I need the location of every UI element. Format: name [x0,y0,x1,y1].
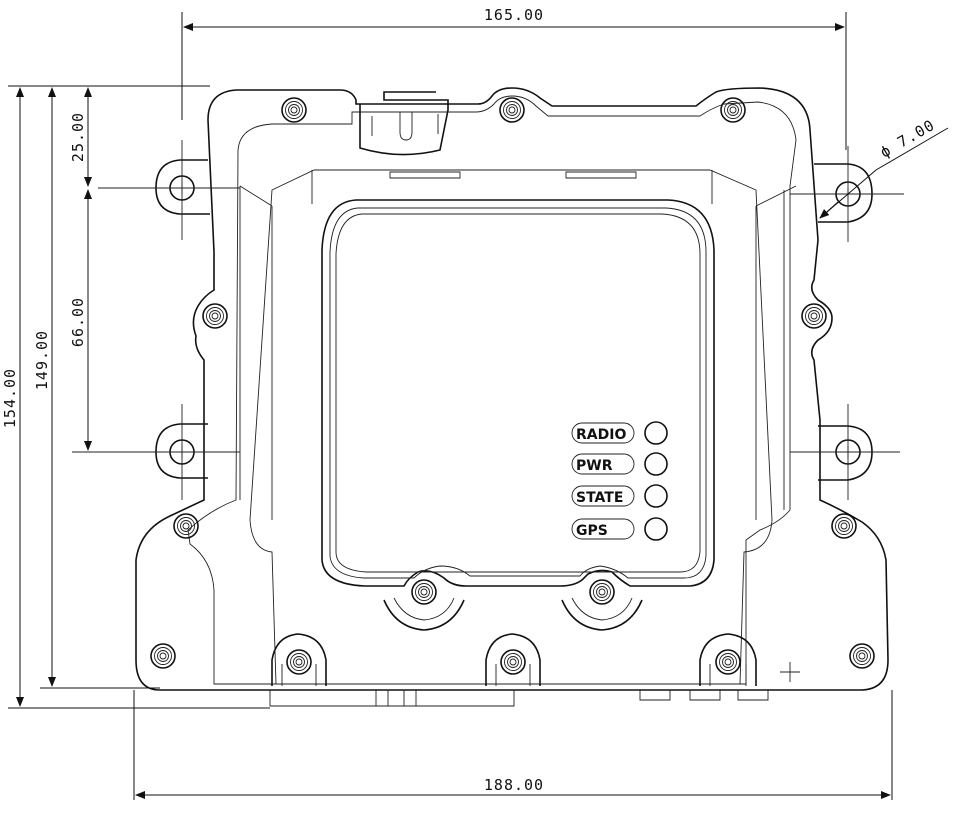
enclosure-housing [135,87,889,707]
indicator-label: STATE [576,490,623,506]
top-latch [359,91,449,156]
indicator-panel: RADIO PWR STATE GPS [571,421,668,541]
indicator-radio: RADIO [571,421,668,445]
dim-inner-height: 149.00 [33,330,51,390]
indicator-gps: GPS [571,517,668,541]
indicator-label: GPS [576,523,608,539]
dim-bottom-width: 188.00 [484,776,544,794]
indicator-label: PWR [576,458,613,474]
display-window [321,199,715,587]
indicator-state: STATE [571,484,668,508]
dim-hole-spacing: 66.00 [69,297,87,347]
indicator-pwr: PWR [571,452,668,476]
housing-inner-rim [187,95,797,685]
indicator-label: RADIO [576,427,626,443]
dimension-lines [8,12,949,800]
dim-overall-width: 165.00 [484,6,544,24]
dim-hole-offset: 25.00 [69,112,87,162]
housing-outline [135,87,889,691]
dim-overall-height: 154.00 [1,368,19,428]
dimension-labels: 165.00 188.00 154.00 149.00 25.00 66.00 … [1,6,938,794]
cover-plate [249,169,773,685]
